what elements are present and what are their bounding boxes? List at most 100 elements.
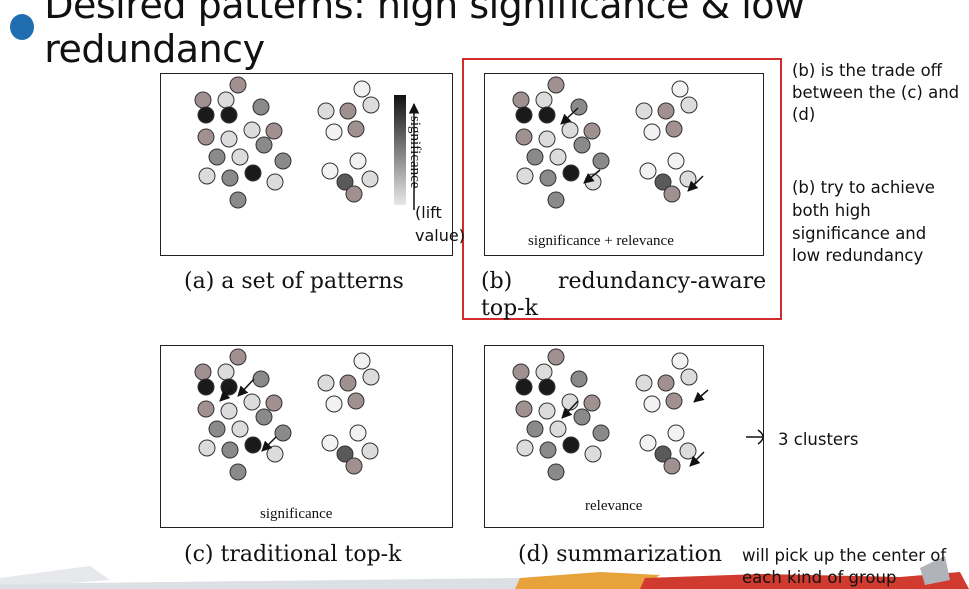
pattern-circle-c-25 bbox=[349, 424, 367, 442]
achieve-note-line2: both high bbox=[792, 201, 871, 220]
pattern-circle-a-23 bbox=[325, 123, 343, 141]
pattern-circle-d-3 bbox=[570, 370, 588, 388]
pattern-circle-c-6 bbox=[243, 393, 261, 411]
significance-gradient-bar bbox=[394, 95, 406, 205]
pattern-circle-c-11 bbox=[208, 420, 226, 438]
pattern-circle-a-26 bbox=[321, 162, 339, 180]
pattern-circle-c-18 bbox=[229, 463, 247, 481]
lift-label-line1: (lift bbox=[415, 203, 442, 222]
pattern-circle-d-14 bbox=[562, 436, 580, 454]
pattern-circle-b-24 bbox=[665, 120, 683, 138]
pattern-circle-c-14 bbox=[244, 436, 262, 454]
pattern-circle-b-14 bbox=[562, 164, 580, 182]
center-note-line2: each kind of group bbox=[742, 568, 897, 587]
pattern-circle-a-16 bbox=[221, 169, 239, 187]
footer-gray-band bbox=[0, 578, 520, 589]
pattern-circle-a-22 bbox=[362, 96, 380, 114]
arrow-icon-c1 bbox=[219, 388, 233, 402]
panel-c-caption: (c) traditional top-k bbox=[184, 542, 402, 567]
pattern-circle-b-12 bbox=[549, 148, 567, 166]
pattern-circle-c-27 bbox=[336, 445, 354, 463]
pattern-circle-b-18 bbox=[547, 191, 565, 209]
panel-b bbox=[484, 73, 764, 256]
pattern-circle-c-17 bbox=[266, 445, 284, 463]
pattern-circle-c-12 bbox=[231, 420, 249, 438]
arrow-icon-c3 bbox=[261, 436, 277, 452]
footer-orange-shape bbox=[515, 572, 660, 589]
pattern-circle-d-10 bbox=[573, 408, 591, 426]
pattern-circle-b-16 bbox=[539, 169, 557, 187]
pattern-circle-a-6 bbox=[243, 121, 261, 139]
arrow-icon-c2 bbox=[237, 378, 255, 397]
pattern-circle-b-9 bbox=[538, 130, 556, 148]
pattern-circle-a-13 bbox=[274, 152, 292, 170]
pattern-circle-d-11 bbox=[526, 420, 544, 438]
pattern-circle-d-19 bbox=[671, 352, 689, 370]
pattern-circle-d-17 bbox=[584, 445, 602, 463]
pattern-circle-c-2 bbox=[217, 363, 235, 381]
pattern-circle-b-5 bbox=[538, 106, 556, 124]
pattern-circle-d-4 bbox=[515, 378, 533, 396]
arrow-icon-d2 bbox=[693, 389, 709, 403]
pattern-circle-d-0 bbox=[547, 348, 565, 366]
pattern-circle-a-20 bbox=[317, 102, 335, 120]
pattern-circle-c-19 bbox=[353, 352, 371, 370]
pattern-circle-a-21 bbox=[339, 102, 357, 120]
pattern-circle-d-23 bbox=[643, 395, 661, 413]
pattern-circle-b-25 bbox=[667, 152, 685, 170]
pattern-circle-c-8 bbox=[197, 400, 215, 418]
pattern-circle-a-15 bbox=[198, 167, 216, 185]
pattern-circle-d-15 bbox=[516, 439, 534, 457]
panel-b-caption-index: (b) bbox=[481, 269, 513, 294]
pattern-circle-b-19 bbox=[671, 80, 689, 98]
pattern-circle-c-26 bbox=[321, 434, 339, 452]
pattern-circle-d-13 bbox=[592, 424, 610, 442]
arrow-icon-d1 bbox=[561, 400, 579, 419]
pattern-circle-c-1 bbox=[194, 363, 212, 381]
pattern-circle-d-24 bbox=[665, 392, 683, 410]
pattern-circle-b-6 bbox=[561, 121, 579, 139]
pattern-circle-b-20 bbox=[635, 102, 653, 120]
bullet-icon bbox=[10, 14, 35, 40]
pattern-circle-b-2 bbox=[535, 91, 553, 109]
pattern-circle-d-27 bbox=[654, 445, 672, 463]
pattern-circle-a-3 bbox=[252, 98, 270, 116]
pattern-circle-c-15 bbox=[198, 439, 216, 457]
pattern-circle-c-20 bbox=[317, 374, 335, 392]
pattern-circle-a-2 bbox=[217, 91, 235, 109]
highlight-box bbox=[462, 58, 782, 320]
pattern-circle-c-7 bbox=[265, 394, 283, 412]
pattern-circle-d-28 bbox=[679, 442, 697, 460]
pattern-circle-d-21 bbox=[657, 374, 675, 392]
pattern-circle-c-4 bbox=[197, 378, 215, 396]
pattern-circle-c-10 bbox=[255, 408, 273, 426]
pattern-circle-d-5 bbox=[538, 378, 556, 396]
slide-title: Desired patterns: high significance & lo… bbox=[10, 0, 969, 71]
pattern-circle-b-27 bbox=[654, 173, 672, 191]
pattern-circle-a-9 bbox=[220, 130, 238, 148]
arrow-icon-b3 bbox=[687, 175, 704, 192]
pattern-circle-a-28 bbox=[361, 170, 379, 188]
pattern-circle-d-22 bbox=[680, 368, 698, 386]
tradeoff-note-line3: (d) bbox=[792, 105, 816, 124]
pattern-circle-a-18 bbox=[229, 191, 247, 209]
speaker-icon bbox=[920, 556, 950, 585]
pattern-circle-d-6 bbox=[561, 393, 579, 411]
footer-red-shape bbox=[640, 572, 969, 589]
pattern-circle-c-21 bbox=[339, 374, 357, 392]
pattern-circle-a-0 bbox=[229, 76, 247, 94]
pattern-circle-b-21 bbox=[657, 102, 675, 120]
pattern-circle-a-7 bbox=[265, 122, 283, 140]
pattern-circle-a-29 bbox=[345, 185, 363, 203]
pattern-circle-d-26 bbox=[639, 434, 657, 452]
pattern-circle-a-17 bbox=[266, 173, 284, 191]
pattern-circle-d-1 bbox=[512, 363, 530, 381]
pattern-circle-c-16 bbox=[221, 441, 239, 459]
center-note-line1: will pick up the center of bbox=[742, 546, 947, 565]
pattern-circle-b-10 bbox=[573, 136, 591, 154]
tradeoff-note-line1: (b) is the trade off bbox=[792, 61, 943, 80]
pattern-circle-a-5 bbox=[220, 106, 238, 124]
panel-b-caption-topk: top-k bbox=[481, 296, 538, 321]
pattern-circle-b-13 bbox=[592, 152, 610, 170]
